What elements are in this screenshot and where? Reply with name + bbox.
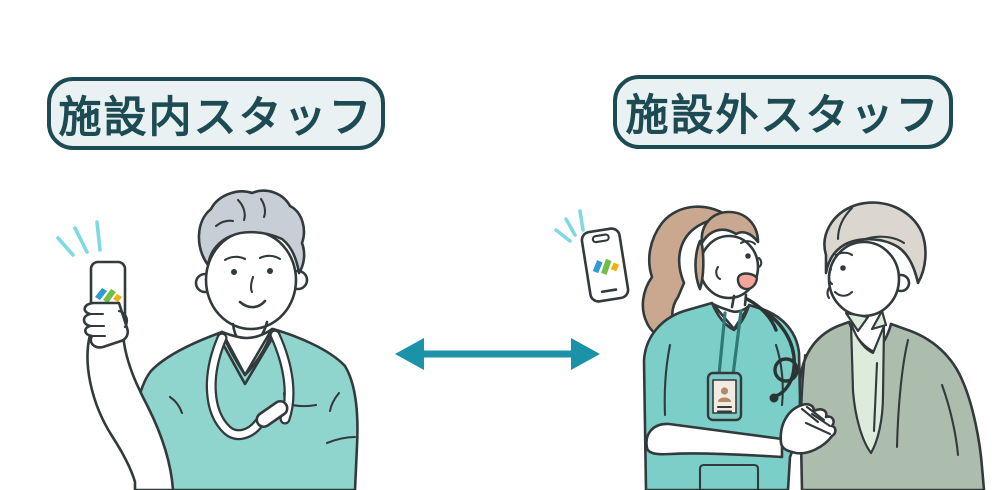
sparkle-icon: [56, 220, 102, 257]
staff-inside-illustration: [56, 189, 359, 490]
label-staff-inside-text: 施設内スタッフ: [58, 93, 374, 142]
bidirectional-arrow-icon: [395, 338, 600, 370]
app-logo-icon: [592, 258, 620, 275]
female-staff-figure: [641, 205, 837, 490]
app-logo-icon: [95, 288, 122, 303]
stethoscope-icon: [205, 329, 295, 441]
label-staff-outside: 施設外スタッフ: [613, 75, 953, 149]
hand: [82, 301, 130, 349]
silver-hair: [823, 201, 927, 285]
stethoscope-icon: [745, 297, 799, 403]
smartphone-icon: [580, 227, 630, 303]
gray-hair: [197, 189, 306, 275]
male-staff-figure: [86, 189, 359, 490]
staff-outside-illustration: [554, 201, 986, 490]
elderly-patient-figure: [798, 201, 986, 490]
label-staff-outside-text: 施設外スタッフ: [625, 92, 941, 140]
sparkle-icon: [554, 209, 585, 243]
id-badge-icon: [706, 371, 743, 422]
label-staff-inside: 施設内スタッフ: [47, 77, 385, 150]
